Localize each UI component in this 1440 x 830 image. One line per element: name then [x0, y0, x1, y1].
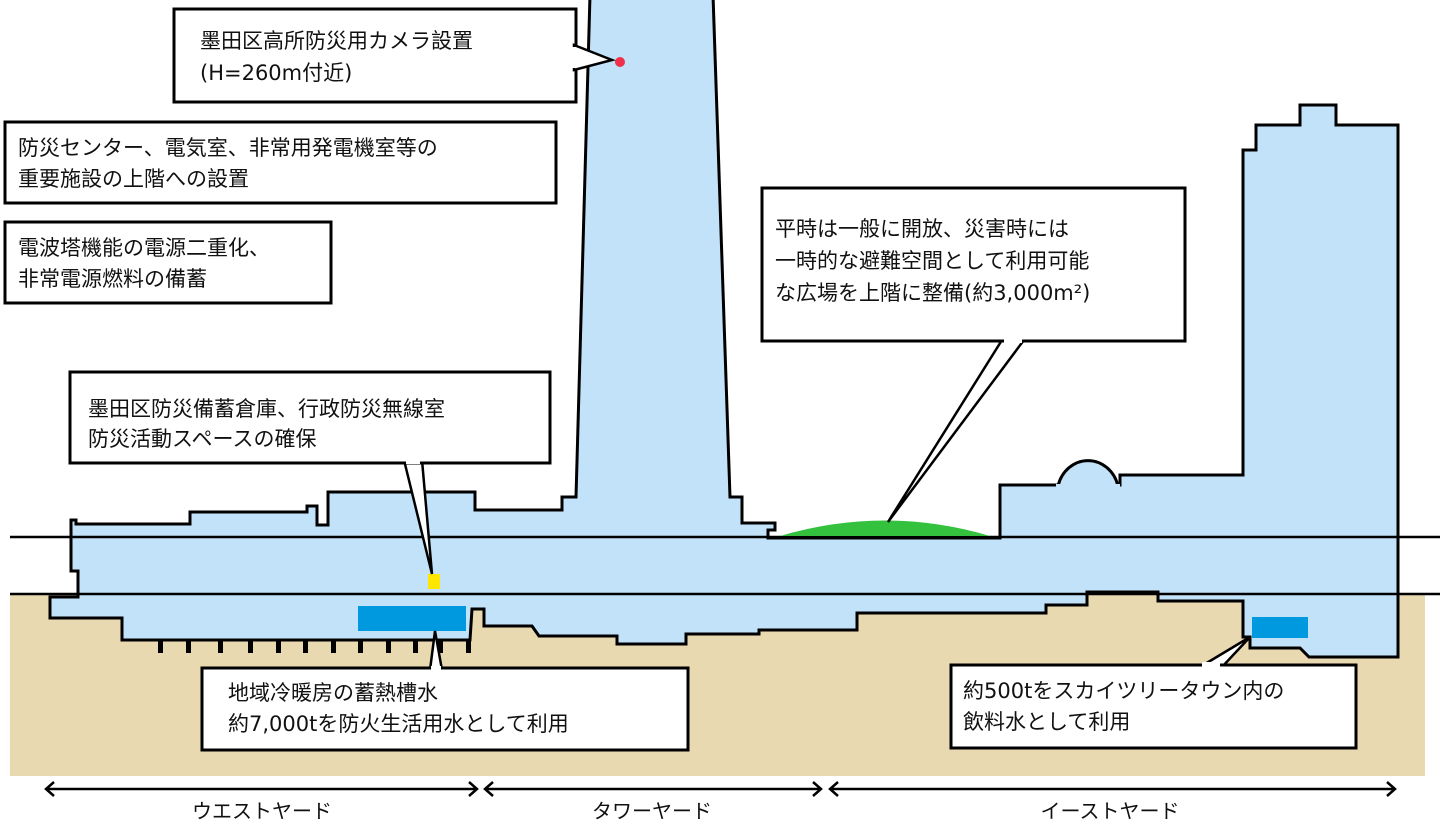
- east-yard-arrow: [828, 781, 1397, 797]
- callout-storage: 墨田区防災備蓄倉庫、行政防災無線室 防災活動スペースの確保: [68, 370, 552, 575]
- drinking-water-tank: [1252, 617, 1308, 638]
- callout-power-line1: 電波塔機能の電源二重化、: [18, 236, 270, 260]
- yard-arrows: [44, 781, 1397, 797]
- callout-heat-storage: 地域冷暖房の蓄熱槽水 約7,000tを防火生活用水として利用: [200, 630, 690, 752]
- west-yard-arrow: [44, 781, 479, 797]
- callout-plaza: 平時は一般に開放、災害時には 一時的な避難空間として利用可能 な広場を上階に整備…: [760, 186, 1187, 523]
- callout-plaza-line2: 一時的な避難空間として利用可能: [775, 249, 1089, 273]
- callout-heat-storage-line2: 約7,000tを防火生活用水として利用: [228, 712, 569, 736]
- east-yard-label: イーストヤード: [1041, 799, 1180, 823]
- callout-plaza-line3: な広場を上階に整備(約3,000m²): [775, 281, 1090, 305]
- callout-facilities-line2: 重要施設の上階への設置: [18, 167, 249, 191]
- callout-storage-line1: 墨田区防災備蓄倉庫、行政防災無線室: [88, 397, 445, 421]
- foundation-piles: [158, 640, 471, 653]
- callout-camera-line2: (H=260m付近): [200, 61, 352, 85]
- tower-yard-arrow: [483, 781, 823, 797]
- west-yard-label: ウエストヤード: [192, 799, 332, 823]
- callout-plaza-line1: 平時は一般に開放、災害時には: [775, 217, 1069, 241]
- callout-power: 電波塔機能の電源二重化、 非常電源燃料の備蓄: [3, 220, 333, 305]
- building-section: [48, 0, 1400, 659]
- callout-camera: 墨田区高所防災用カメラ設置 (H=260m付近): [172, 7, 617, 104]
- callout-storage-line2: 防災活動スペースの確保: [88, 427, 316, 451]
- dome: [1056, 459, 1120, 488]
- heat-storage-tank: [358, 606, 466, 631]
- callout-heat-storage-line1: 地域冷暖房の蓄熱槽水: [228, 681, 438, 705]
- callout-drinking-water-line2: 飲料水として利用: [963, 710, 1130, 734]
- callout-drinking-water: 約500tをスカイツリータウン内の 飲料水として利用: [949, 635, 1358, 750]
- storage-warehouse-marker: [428, 574, 440, 589]
- callout-power-line2: 非常電源燃料の備蓄: [18, 267, 207, 291]
- callout-facilities: 防災センター、電気室、非常用発電機室等の 重要施設の上階への設置: [3, 120, 558, 205]
- callout-camera-line1: 墨田区高所防災用カメラ設置: [200, 29, 473, 53]
- camera-marker: [615, 57, 625, 67]
- tower-yard-label: タワーヤード: [592, 799, 712, 823]
- plaza-green-area: [780, 520, 990, 536]
- callout-drinking-water-line1: 約500tをスカイツリータウン内の: [963, 679, 1284, 703]
- callout-facilities-line1: 防災センター、電気室、非常用発電機室等の: [18, 136, 438, 160]
